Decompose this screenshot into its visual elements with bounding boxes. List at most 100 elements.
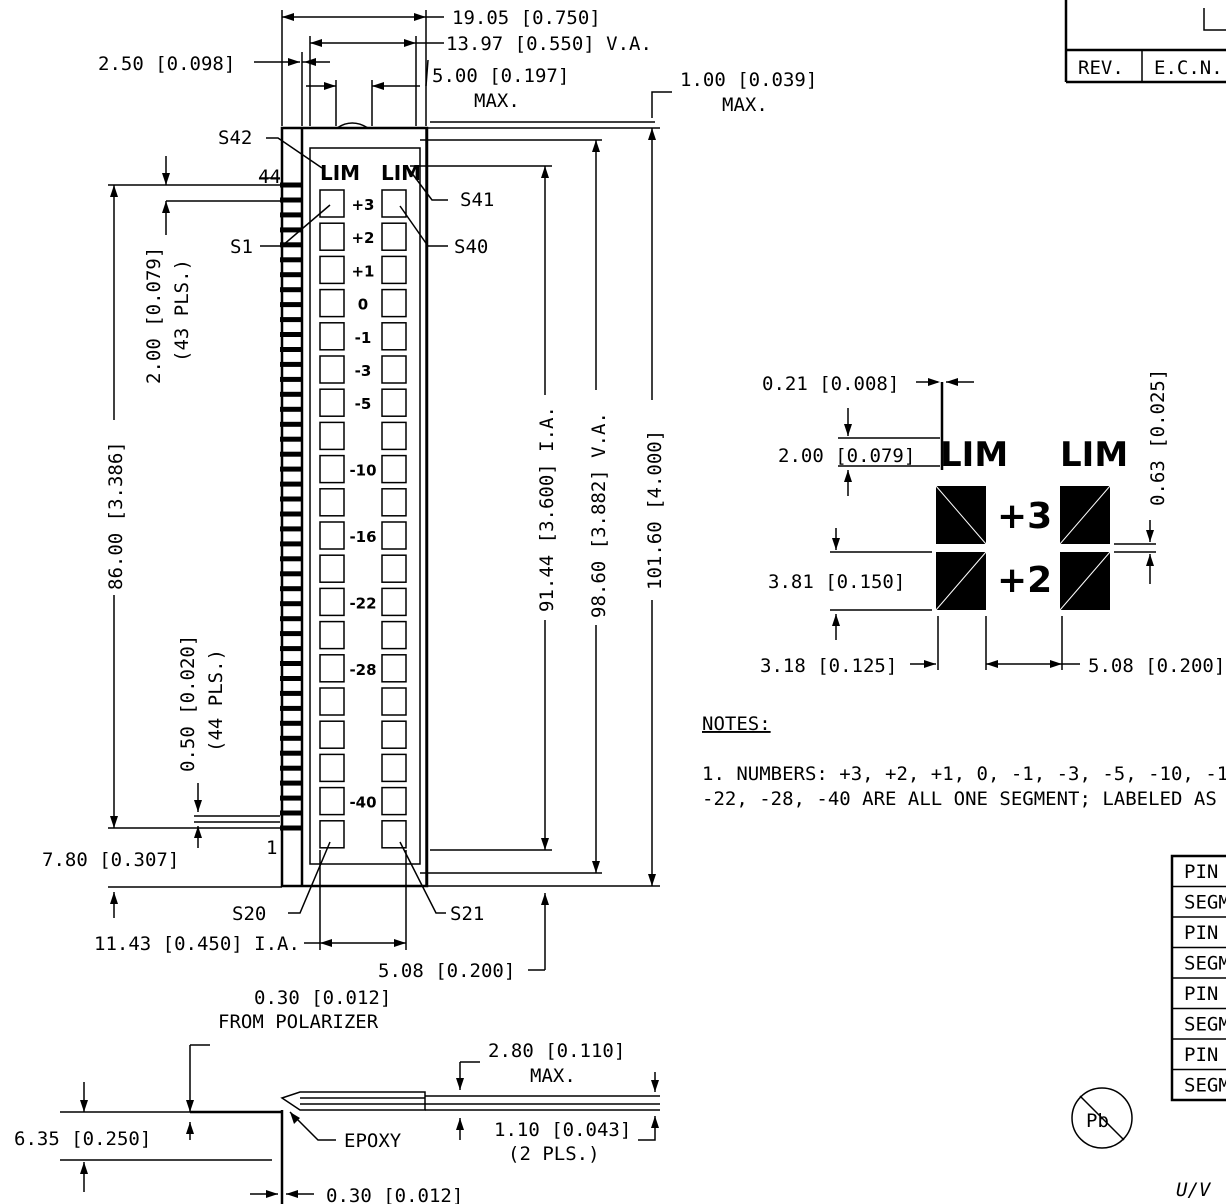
segment-box (381, 687, 407, 716)
pin-44-label: 44 (258, 166, 281, 188)
label-s40: S40 (454, 236, 488, 258)
pin-table-cell: PIN (1184, 922, 1218, 944)
detail-lim-left: LIM (940, 435, 1008, 475)
scale-label: -40 (349, 794, 376, 812)
segment-box (319, 222, 345, 251)
pin-table-cell: PIN (1184, 983, 1218, 1005)
segment-box (381, 753, 407, 783)
pin (280, 705, 302, 711)
dim-ia-height: 91.44 [3.600] I.A. (536, 406, 558, 612)
segment-box (381, 786, 407, 816)
pin (280, 616, 302, 622)
pin (280, 601, 302, 607)
left-dimensions (108, 156, 282, 918)
scale-label: 0 (358, 296, 368, 314)
title-ecn: E.C.N. (1154, 57, 1223, 79)
segment-box (381, 554, 407, 583)
pin (280, 735, 302, 741)
title-rev: REV. (1078, 57, 1124, 79)
scale-label: -10 (349, 462, 376, 480)
notes-title: NOTES: (702, 713, 771, 735)
dim-glass-sub: (2 PLS.) (508, 1143, 600, 1165)
notes-line-2: -22, -28, -40 ARE ALL ONE SEGMENT; LABEL… (702, 788, 1226, 810)
dim-pitch: 2.00 [0.079] (143, 247, 165, 384)
notes-line-1: 1. NUMBERS: +3, +2, +1, 0, -1, -3, -5, -… (702, 763, 1226, 785)
corner-script: U/V (1176, 1179, 1212, 1201)
pin-table-cell: PIN (1184, 861, 1218, 883)
dim-overall-height: 101.60 [4.000] (644, 430, 666, 590)
pin (280, 466, 302, 472)
pin (280, 421, 302, 427)
pin (280, 332, 302, 337)
scale-label: -22 (349, 594, 376, 612)
pin (280, 347, 302, 352)
scale-label: +3 (351, 196, 374, 214)
pin (280, 631, 302, 637)
pin (280, 810, 302, 816)
pin (280, 287, 302, 293)
pin-row (280, 182, 302, 831)
pin (280, 361, 302, 367)
segment-box (319, 488, 345, 517)
segment-box (319, 620, 345, 650)
pin-table-cell: SEGM (1184, 1014, 1226, 1036)
dim-va-width: 13.97 [0.550] V.A. (446, 33, 652, 55)
pin (280, 526, 302, 532)
pin (280, 690, 302, 696)
dim-top-max-sub: MAX. (474, 90, 520, 112)
segment-box (319, 554, 345, 583)
segment-box (319, 687, 345, 716)
pin (280, 661, 302, 666)
segment-box (381, 521, 407, 550)
scale-label: -1 (355, 329, 372, 347)
scale-label: -3 (355, 362, 372, 380)
pb-label: Pb (1086, 1110, 1109, 1132)
pin (280, 720, 302, 726)
segment-box (381, 620, 407, 650)
pin (280, 541, 302, 547)
pin (280, 825, 302, 831)
pin (280, 511, 302, 517)
pin (280, 795, 302, 801)
pin (280, 451, 302, 457)
dim-total-thickness: 6.35 [0.250] (14, 1128, 151, 1150)
detail-label-plus3: +3 (997, 496, 1052, 537)
pin (280, 780, 302, 786)
dim-left-offset: 2.50 [0.098] (98, 53, 235, 75)
detail-seg-pitch: 5.08 [0.200] (1088, 655, 1225, 677)
dim-corner-max: 1.00 [0.039] (680, 69, 817, 91)
scale-label: +1 (351, 262, 374, 280)
segment-box (319, 820, 345, 849)
pin (280, 406, 302, 412)
top-dimensions (254, 10, 444, 126)
scale-label: -16 (349, 528, 376, 546)
dim-seg-spacing: 5.08 [0.200] (378, 960, 515, 982)
title-block (1064, 0, 1226, 84)
dim-ia-width: 11.43 [0.450] I.A. (94, 933, 300, 955)
pin (280, 182, 302, 188)
segment-box (319, 288, 345, 318)
segment-box (381, 255, 407, 285)
detail-label-plus2: +2 (997, 560, 1052, 601)
pin (280, 272, 302, 278)
dim-pins-span: 86.00 [3.386] (105, 441, 127, 590)
detail-seg-height: 3.81 [0.150] (768, 571, 905, 593)
pin (280, 212, 302, 218)
segment-box (381, 388, 407, 417)
pin-table-cell: SEGM (1184, 1075, 1226, 1097)
pin-1-label: 1 (266, 837, 277, 859)
dim-thickness: 2.80 [0.110] (488, 1040, 625, 1062)
pin (280, 481, 302, 487)
pin-table-cell: PIN (1184, 1044, 1218, 1066)
pin (280, 197, 302, 203)
segment-box (319, 587, 345, 617)
dim-overall-width: 19.05 [0.750] (452, 7, 601, 29)
detail-line-width: 0.21 [0.008] (762, 373, 899, 395)
detail-gap: 0.63 [0.025] (1147, 369, 1169, 506)
segment-box (319, 355, 345, 384)
dim-pin-width-sub: (44 PLS.) (205, 649, 227, 752)
segment-box (319, 720, 345, 749)
dim-thickness-sub: MAX. (530, 1065, 576, 1087)
segment-box (319, 454, 345, 484)
segment-box (319, 189, 345, 218)
